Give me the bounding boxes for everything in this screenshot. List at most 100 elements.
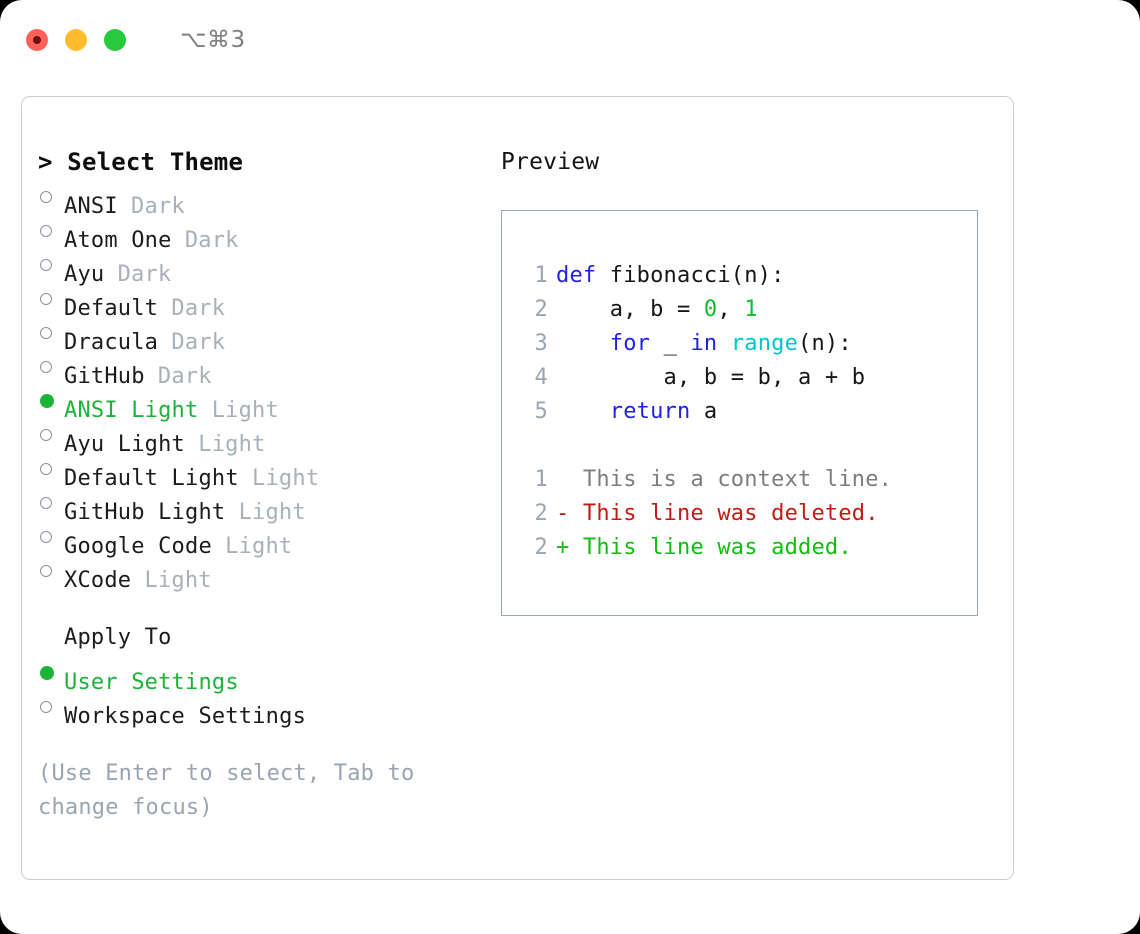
- code-line-number: 1: [534, 263, 548, 288]
- code-line: 3 for _ in range(n):: [518, 327, 977, 361]
- theme-option-row[interactable]: GitHub Dark: [38, 349, 498, 389]
- select-theme-header: > Select Theme: [38, 148, 244, 176]
- code-line-number: 5: [534, 399, 548, 424]
- code-line-number: 4: [534, 365, 548, 390]
- diff-line: 1 This is a context line.: [518, 463, 977, 497]
- diff-line-number: 2: [534, 535, 548, 560]
- theme-option-row[interactable]: Ayu Light Light: [38, 417, 498, 457]
- diff-line-number: 2: [534, 501, 548, 526]
- theme-option-space: [104, 258, 117, 292]
- code-token-txt: a: [690, 399, 718, 424]
- apply-to-option-row[interactable]: Workspace Settings: [38, 689, 498, 729]
- theme-option-row[interactable]: ANSI Light Light: [38, 383, 498, 423]
- theme-option-space: [158, 326, 171, 360]
- radio-selected-icon[interactable]: [38, 655, 64, 689]
- theme-option-variant: Dark: [131, 194, 185, 219]
- code-token-txt: [717, 331, 730, 356]
- code-token-txt: ,: [717, 297, 745, 322]
- radio-unselected-icon[interactable]: [38, 247, 64, 281]
- theme-option-name: GitHub Light: [64, 500, 226, 525]
- code-token-kw: return: [609, 399, 691, 424]
- radio-selected-icon[interactable]: [38, 383, 64, 417]
- code-line: 4 a, b = b, a + b: [518, 361, 977, 395]
- theme-option-space: [185, 428, 198, 462]
- theme-option-name: Ayu: [64, 262, 105, 287]
- preview-header: Preview: [501, 149, 600, 175]
- theme-option-name: Dracula: [64, 330, 159, 355]
- diff-line-text-add: + This line was added.: [556, 535, 852, 560]
- theme-option-row[interactable]: Atom One Dark: [38, 213, 498, 253]
- radio-unselected-icon[interactable]: [38, 349, 64, 383]
- code-token-fn: range: [730, 331, 799, 356]
- theme-option-variant: Dark: [157, 364, 212, 389]
- code-line-number: 3: [534, 331, 548, 356]
- theme-option-row[interactable]: Google Code Light: [38, 519, 498, 559]
- theme-option-row[interactable]: Default Dark: [38, 281, 498, 321]
- theme-option-variant: Dark: [171, 296, 226, 321]
- radio-unselected-icon[interactable]: [38, 485, 64, 519]
- apply-to-header: Apply To: [64, 625, 172, 650]
- code-token-txt: _: [650, 331, 691, 356]
- keyboard-hint-line-1: (Use Enter to select, Tab to: [38, 761, 415, 786]
- radio-unselected-icon[interactable]: [38, 553, 64, 587]
- maximize-window-icon[interactable]: [104, 29, 126, 51]
- theme-option-name: Google Code: [64, 534, 212, 559]
- close-window-dot-icon: [33, 36, 41, 44]
- title-bar: ⌥⌘3: [0, 0, 1140, 80]
- diff-line-number: 1: [534, 467, 548, 492]
- traffic-light-group: [26, 29, 126, 51]
- theme-option-variant: Light: [211, 398, 279, 423]
- code-token-txt: a, b = b, a + b: [556, 365, 866, 390]
- radio-unselected-icon[interactable]: [38, 417, 64, 451]
- diff-line: 2 + This line was added.: [518, 531, 977, 565]
- theme-option-row[interactable]: Dracula Dark: [38, 315, 498, 355]
- code-token-kw: for: [609, 331, 651, 356]
- keyboard-hint-text: (Use Enter to select, Tab to change focu…: [38, 757, 458, 825]
- theme-option-row[interactable]: Default Light Light: [38, 451, 498, 491]
- radio-unselected-icon[interactable]: [38, 315, 64, 349]
- theme-option-space: [239, 462, 252, 496]
- theme-option-name: XCode: [64, 568, 132, 593]
- theme-option-variant: Dark: [171, 330, 226, 355]
- diff-sample-block: 1 This is a context line. 2 - This line wa…: [518, 463, 977, 565]
- theme-option-row[interactable]: ANSI Dark: [38, 179, 498, 219]
- radio-unselected-icon[interactable]: [38, 689, 64, 723]
- code-line-number: 2: [534, 297, 548, 322]
- theme-option-space: [225, 496, 238, 530]
- theme-option-space: [198, 394, 211, 428]
- preview-spacer: [518, 429, 977, 463]
- theme-option-variant: Dark: [184, 228, 239, 253]
- radio-unselected-icon[interactable]: [38, 281, 64, 315]
- code-token-num: 0: [703, 297, 718, 322]
- apply-to-option-label: Workspace Settings: [64, 704, 307, 729]
- minimize-window-icon[interactable]: [65, 29, 87, 51]
- theme-option-space: [131, 564, 144, 598]
- code-line: 5 return a: [518, 395, 977, 429]
- close-window-icon[interactable]: [26, 29, 48, 51]
- code-token-txt: (n):: [798, 331, 852, 356]
- theme-option-row[interactable]: XCode Light: [38, 553, 498, 593]
- theme-option-variant: Light: [198, 432, 266, 457]
- radio-unselected-icon[interactable]: [38, 451, 64, 485]
- theme-option-variant: Dark: [117, 262, 172, 287]
- radio-unselected-icon[interactable]: [38, 519, 64, 553]
- diff-line-text-del: - This line was deleted.: [556, 501, 879, 526]
- radio-unselected-icon[interactable]: [38, 213, 64, 247]
- theme-option-variant: Light: [238, 500, 306, 525]
- apply-to-option-row[interactable]: User Settings: [38, 655, 498, 695]
- code-token-num: 1: [744, 297, 758, 322]
- theme-option-row[interactable]: Ayu Dark: [38, 247, 498, 287]
- theme-option-row[interactable]: GitHub Light Light: [38, 485, 498, 525]
- code-token-kw: in: [690, 331, 718, 356]
- apply-to-option-label: User Settings: [64, 670, 239, 695]
- radio-unselected-icon[interactable]: [38, 179, 64, 213]
- theme-option-space: [145, 360, 158, 394]
